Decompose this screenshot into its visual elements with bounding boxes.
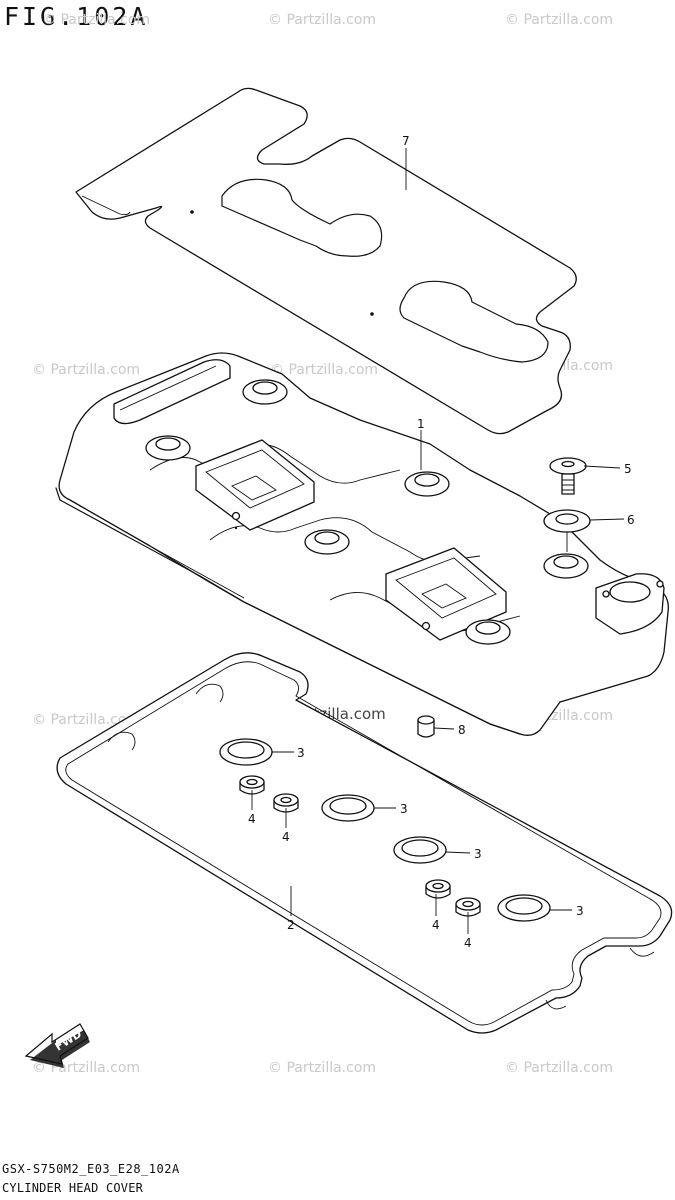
part-4-seal[interactable] — [425, 879, 451, 899]
callout-4: 4 — [282, 830, 290, 844]
watermark: © Partzilla.com — [268, 1060, 377, 1076]
forward-arrow-icon: FWD — [24, 1023, 90, 1068]
part-5-bolt[interactable] — [549, 457, 587, 495]
part-3-plug-seal[interactable] — [321, 794, 375, 822]
watermark: © Partzilla.com — [32, 712, 141, 728]
part-3-plug-seal[interactable] — [393, 836, 447, 864]
watermark: © Partzilla.com — [42, 12, 151, 28]
part-3-plug-seal[interactable] — [219, 738, 273, 766]
callout-4: 4 — [248, 812, 256, 826]
watermark: © Partzilla.com — [505, 1060, 614, 1076]
callout-2: 2 — [287, 918, 295, 932]
callout-8: 8 — [458, 723, 466, 737]
figure-name: CYLINDER HEAD COVER — [2, 1181, 144, 1195]
part-4-seal[interactable] — [239, 775, 265, 795]
part-1-cylinder-head-cover[interactable] — [55, 352, 669, 736]
callout-5: 5 — [624, 462, 632, 476]
watermark: © Partzilla.com — [505, 12, 614, 28]
watermark: © Partzilla.com — [270, 362, 379, 378]
callout-4: 4 — [432, 918, 440, 932]
callout-4: 4 — [464, 936, 472, 950]
figure-code: GSX-S750M2_E03_E28_102A — [2, 1162, 180, 1176]
callout-3: 3 — [297, 746, 305, 760]
figure-title: FIG.102A — [4, 2, 149, 31]
part-2-cover-gasket[interactable] — [56, 652, 673, 1034]
watermark: © Partzilla.com — [268, 12, 377, 28]
part-6-washer[interactable] — [543, 509, 591, 533]
watermark: © Partzilla.com — [32, 362, 141, 378]
callout-3: 3 — [576, 904, 584, 918]
callout-3: 3 — [400, 802, 408, 816]
callout-6: 6 — [627, 513, 635, 527]
part-4-seal[interactable] — [455, 897, 481, 917]
part-8-dowel[interactable] — [417, 715, 435, 738]
leader-lines — [251, 148, 625, 934]
callout-1: 1 — [417, 417, 425, 431]
callout-7: 7 — [402, 134, 410, 148]
part-3-plug-seal[interactable] — [497, 894, 551, 922]
part-4-seal[interactable] — [273, 793, 299, 813]
callout-3: 3 — [474, 847, 482, 861]
part-7-cover-sheet[interactable] — [75, 87, 577, 435]
